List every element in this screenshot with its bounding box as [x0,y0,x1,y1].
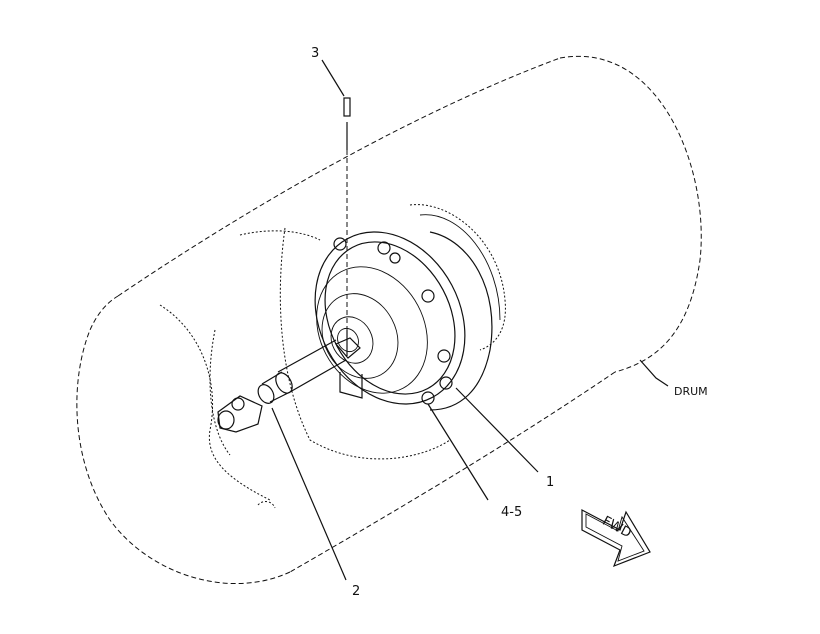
callout-2: 2 [352,584,360,599]
drum-outline [76,55,702,585]
drum-label: DRUM [674,385,708,398]
callout-3: 3 [311,46,319,61]
drive-hub [314,214,501,411]
pin-item-3 [343,97,351,356]
callout-4-5: 4-5 [501,505,522,520]
drive-shaft [217,337,361,433]
callout-1: 1 [546,475,554,490]
leader-lines [271,59,669,581]
fwd-arrow [581,509,651,568]
